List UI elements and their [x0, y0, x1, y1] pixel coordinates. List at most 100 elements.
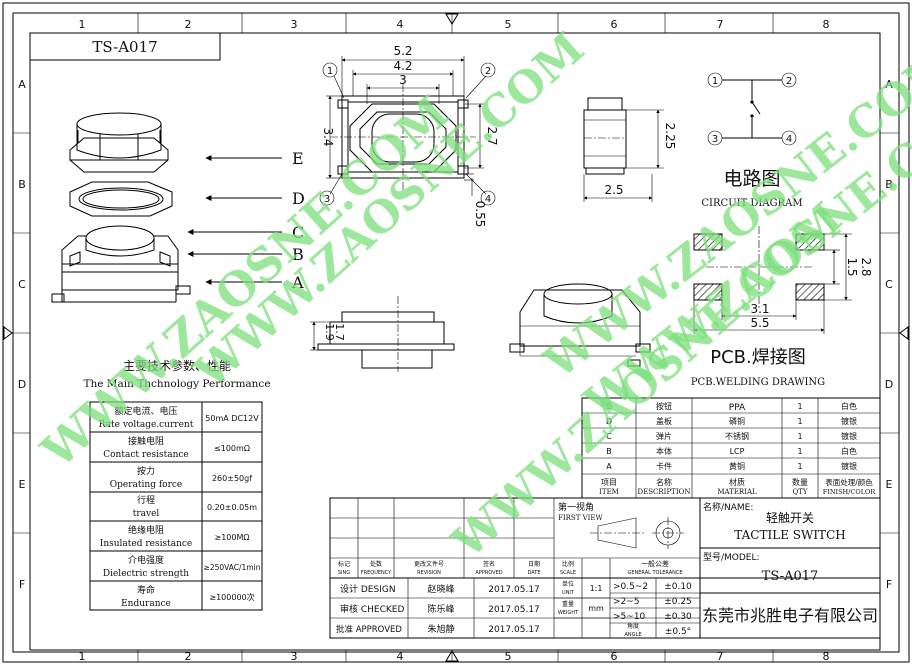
- bom-qty: 1: [797, 447, 802, 456]
- bom-head-qty-en: QTY: [792, 488, 807, 496]
- dim-0-55: 0.55: [473, 201, 487, 228]
- circuit-pin-1: 1: [712, 76, 718, 87]
- explode-arrows: [187, 155, 282, 285]
- rev-head-cn: 签名: [483, 560, 495, 568]
- bom-head-fin-en: FINISH/COLOR: [823, 488, 877, 496]
- angle-cn: 角度: [627, 622, 639, 630]
- bom-head-item-cn: 项目: [601, 478, 617, 487]
- col-label: 8: [823, 18, 830, 31]
- col-label: 2: [185, 650, 192, 663]
- dim-1-9: 1.9: [323, 323, 336, 341]
- unit-en: UNIT: [562, 590, 575, 596]
- dim-2-8: 2.8: [859, 257, 873, 276]
- dim-2-5: 2.5: [604, 183, 623, 197]
- col-label: 1: [79, 18, 86, 31]
- circuit-pin-4: 4: [786, 134, 792, 145]
- tol-range: >0.5~2: [613, 582, 648, 592]
- unit-cn: 单位: [562, 580, 574, 588]
- spec-row-cn: 额定电流、电压: [114, 405, 177, 417]
- approval-role: 审核 CHECKED: [340, 603, 404, 615]
- bom-qty: 1: [797, 462, 802, 471]
- bom-desc: 弹片: [656, 431, 672, 441]
- pin-4-label: 4: [485, 194, 491, 205]
- spec-row-value: ≥250VAC/1min: [204, 563, 261, 572]
- rev-head-en: SING: [338, 570, 350, 576]
- dim-2-25: 2.25: [663, 123, 677, 150]
- bom-head-qty-cn: 数量: [792, 477, 808, 487]
- dim-2-7: 2.7: [485, 126, 499, 145]
- rev-head-cn: 更改文件号: [414, 560, 444, 568]
- approval-role: 批准 APPROVED: [336, 624, 402, 635]
- tol-value: ±0.25: [664, 597, 692, 607]
- part-number: TS-A017: [92, 38, 157, 56]
- dim-3-1: 3.1: [750, 302, 769, 316]
- approval-date: 2017.05.17: [488, 585, 540, 595]
- bom-desc: 盖板: [656, 416, 672, 426]
- tol-range: >5~10: [613, 612, 646, 622]
- col-label: 6: [611, 650, 618, 663]
- iso-view: [509, 283, 651, 367]
- scale-cn: 比例: [562, 560, 574, 568]
- bom-finish: 镀银: [841, 431, 857, 441]
- name-label: 名称/NAME:: [703, 501, 753, 513]
- bom-head-mat-en: MATERIAL: [717, 488, 757, 496]
- spec-row-en: Rate voltage.current: [99, 420, 194, 430]
- bom-item: A: [606, 462, 612, 471]
- bom-item: B: [606, 447, 612, 456]
- circuit-title-cn: 电路图: [723, 168, 780, 190]
- part-label-d: D: [292, 189, 305, 208]
- pcb-title-cn: PCB.焊接图: [710, 347, 806, 368]
- scale-en: SCALE: [560, 570, 576, 576]
- row-label: E: [19, 478, 26, 491]
- pin-callouts: [319, 62, 496, 206]
- model-label: 型号/MODEL:: [703, 552, 760, 563]
- bom-finish: 白色: [841, 401, 857, 411]
- spec-row-value: ≥100000次: [209, 592, 254, 602]
- bom-material: 磷铜: [729, 416, 745, 426]
- spec-row-en: Insulated resistance: [100, 539, 192, 549]
- spec-row-en: Dielectric strength: [103, 569, 189, 579]
- spec-row-value: 0.20±0.05m: [207, 503, 257, 512]
- col-label: 4: [397, 18, 404, 31]
- column-labels-top: 1 2 3 4 5 6 7 8: [79, 18, 830, 31]
- tol-value: ±0.10: [664, 582, 692, 592]
- pin-2-label: 2: [485, 66, 491, 77]
- spec-row-cn: 介电强度: [128, 554, 164, 566]
- bom-finish: 白色: [841, 446, 857, 456]
- row-label: D: [885, 378, 893, 391]
- angle-en: ANGLE: [625, 632, 642, 638]
- col-label: 7: [717, 18, 724, 31]
- col-label: 1: [79, 650, 86, 663]
- pcb-title-en: PCB.WELDING DRAWING: [691, 377, 825, 388]
- pin-1-label: 1: [327, 66, 333, 77]
- tol-value: ±0.5°: [665, 627, 691, 637]
- spec-row-value: 260±50gf: [212, 474, 252, 483]
- dim-3-4: 3.4: [321, 127, 335, 146]
- row-label: A: [18, 78, 26, 91]
- circuit-pin-2: 2: [786, 76, 792, 87]
- part-label-e: E: [292, 149, 304, 168]
- spec-row-cn: 行程: [137, 494, 155, 506]
- dim-5-2: 5.2: [393, 44, 412, 58]
- col-label: 8: [823, 650, 830, 663]
- pcb-layout: 2.8 1.5 3.1 5.5 PCB.焊接图 PCB.WELDING DRAW…: [691, 226, 873, 388]
- col-label: 2: [185, 18, 192, 31]
- bom-table: E 按钮 PPA 1 白色 D 盖板 磷铜 1 镀银 C 弹片 不锈钢 1 镀银…: [581, 397, 881, 499]
- bom-material: 不锈钢: [725, 431, 749, 441]
- rev-head-en: FREQUENCY: [361, 570, 392, 576]
- product-name-en: TACTILE SWITCH: [734, 528, 845, 542]
- bom-material: LCP: [730, 447, 745, 456]
- bom-qty: 1: [797, 432, 802, 441]
- dim-3: 3: [399, 73, 407, 87]
- part-label-a: A: [291, 273, 304, 292]
- row-label: C: [18, 278, 26, 291]
- spec-table: 额定电流、电压 Rate voltage.current 50mA DC12V …: [89, 401, 263, 611]
- unit-value-shown: mm: [588, 604, 604, 613]
- top-view: 5.2 4.2 3 3.4 2.7 0.55: [319, 44, 499, 228]
- spec-row-en: Contact resistance: [103, 450, 189, 460]
- column-labels-bottom: 1 2 3 4 5 6 7 8: [79, 650, 830, 663]
- row-label: C: [885, 278, 893, 291]
- side-view: 2.25 2.5: [583, 97, 677, 202]
- circuit-diagram: 1 2 3 4 电路图 CIRCUIT DIAGRAM: [701, 72, 803, 209]
